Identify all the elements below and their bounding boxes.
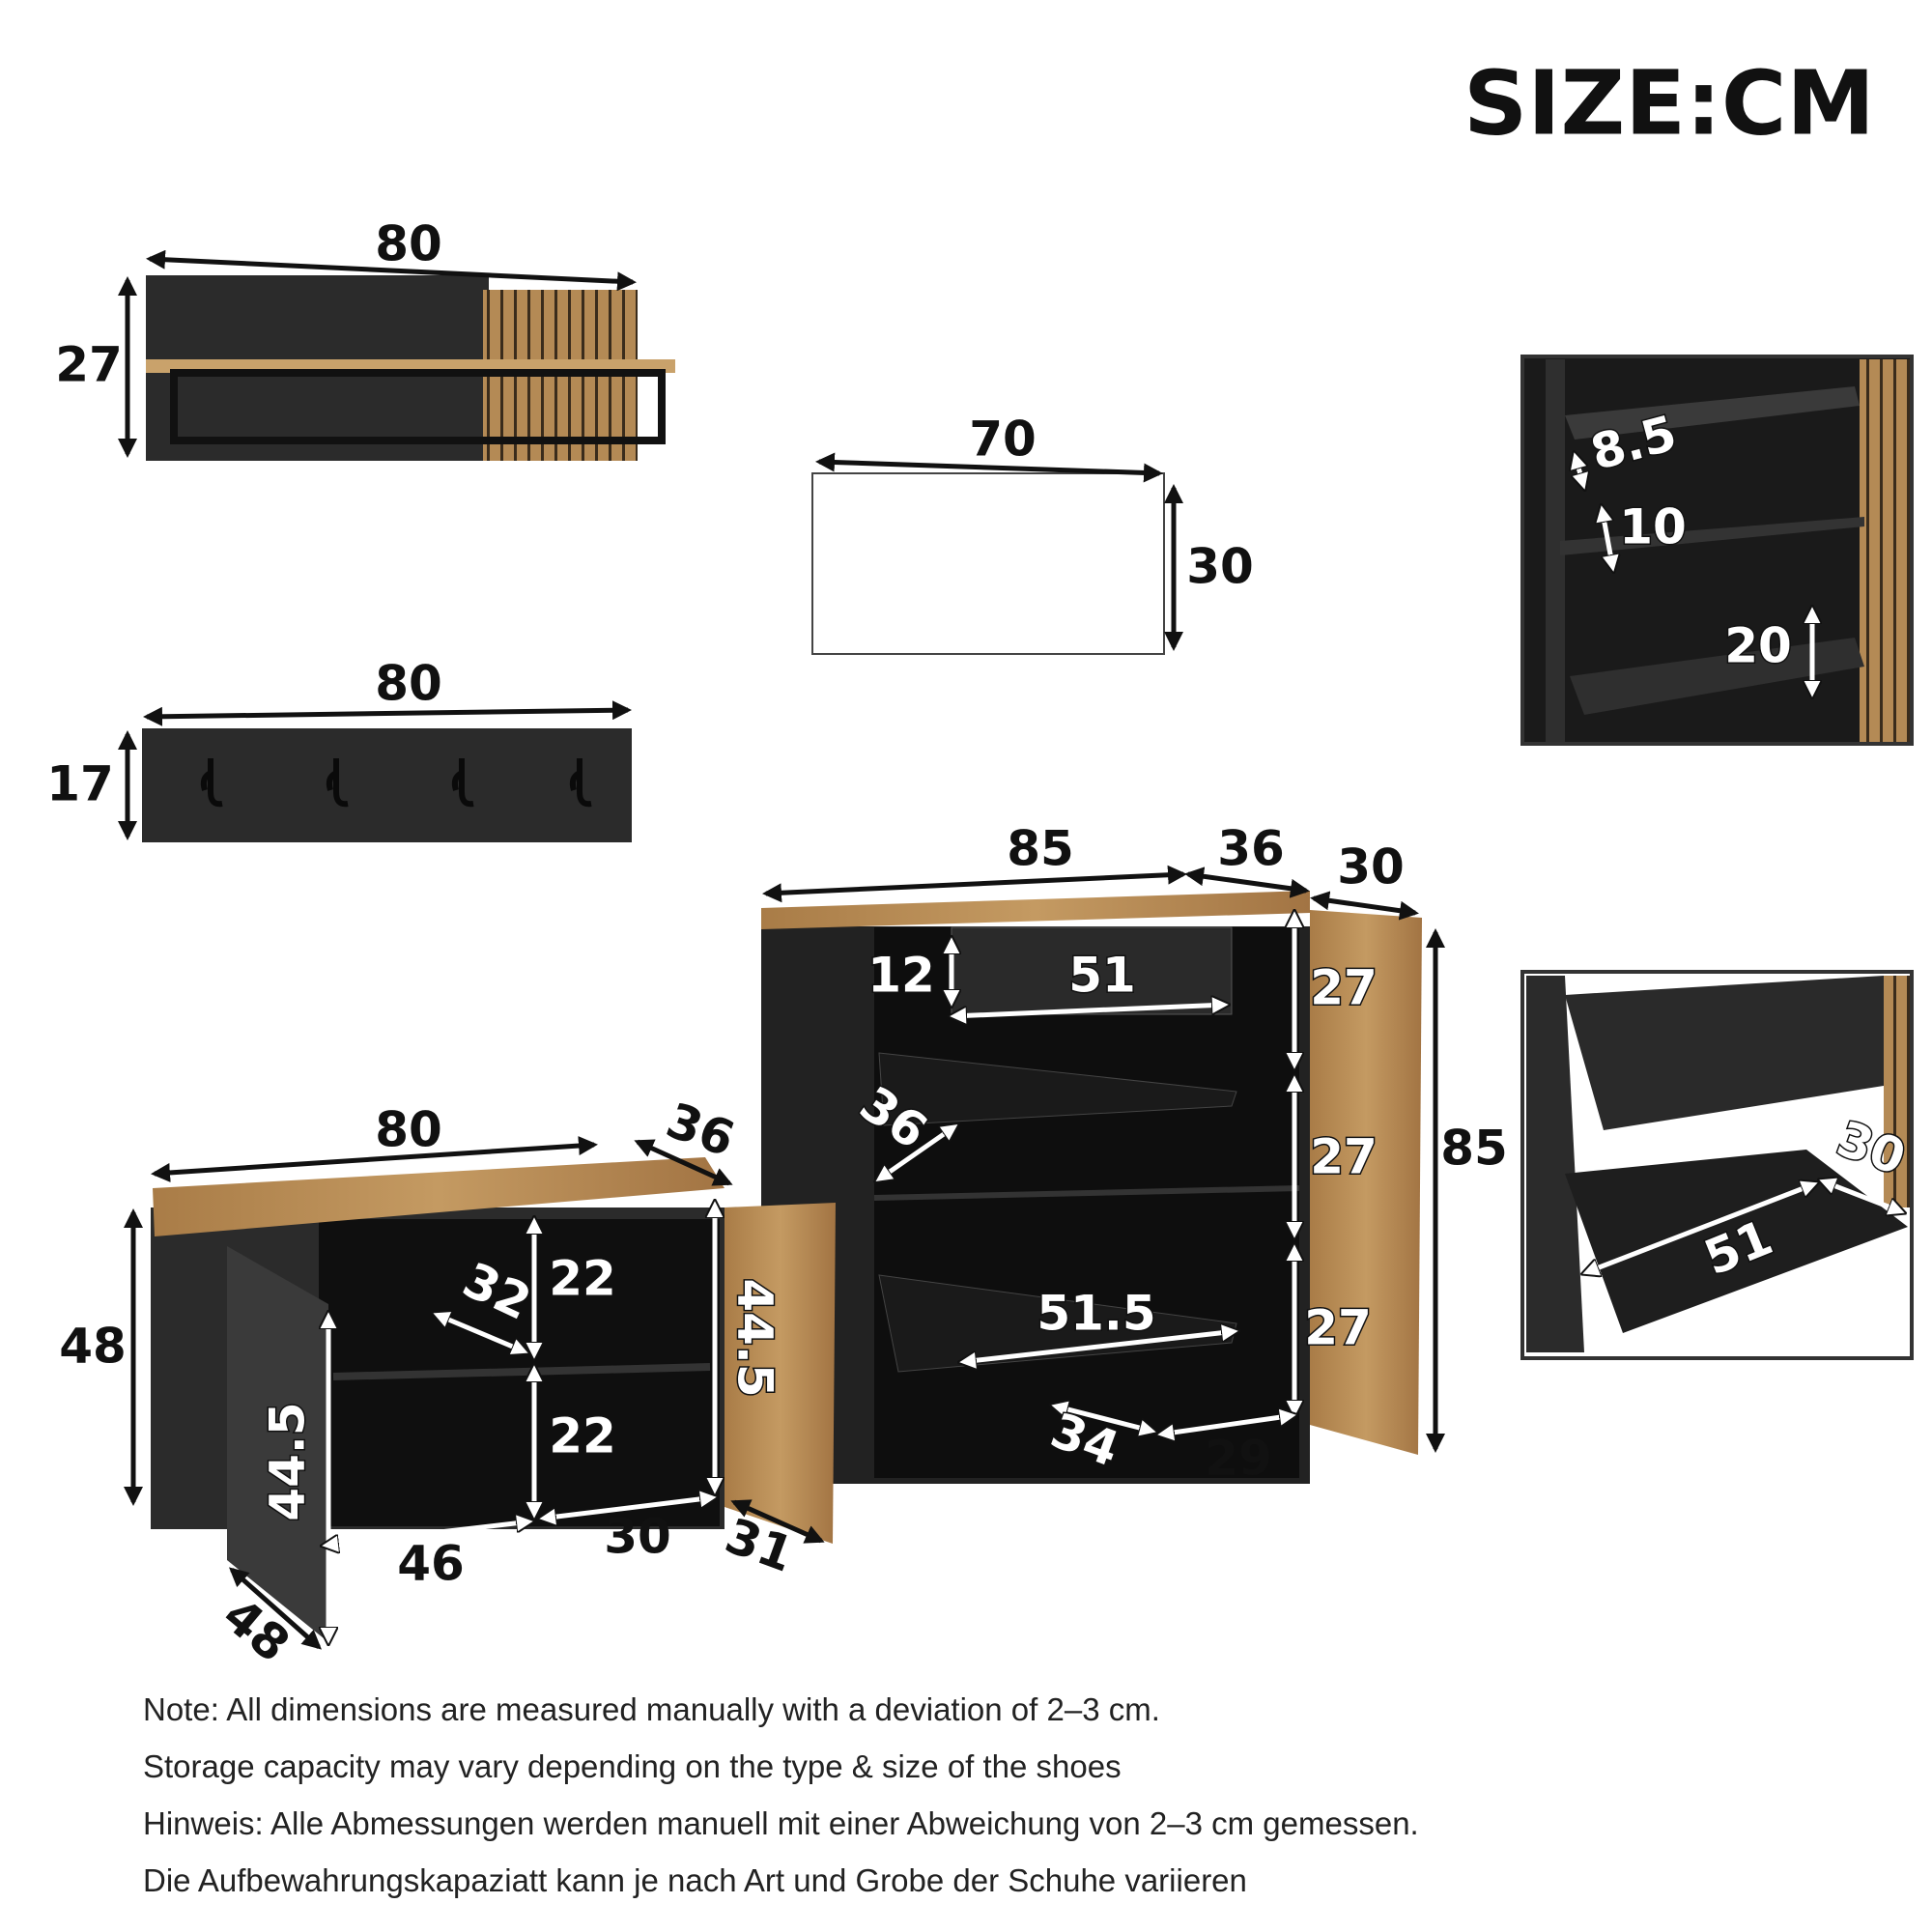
size-unit-title: SIZE:CM	[1463, 51, 1875, 155]
drawer-width-label: 51	[1068, 948, 1136, 1004]
cabinet-depth-label: 36	[1217, 821, 1285, 877]
hook-rail: 80 17	[46, 656, 632, 842]
low-width-label: 80	[375, 1102, 442, 1158]
compartment-label: 20	[1724, 618, 1792, 674]
note-en-1: Note: All dimensions are measured manual…	[143, 1691, 1160, 1727]
inner-height-left-label: 44.5	[260, 1402, 316, 1520]
note-de-2: Die Aufbewahrungskapaziatt kann je nach …	[143, 1862, 1247, 1898]
shelf-width-label: 80	[375, 216, 442, 272]
upper-height-label: 22	[549, 1251, 616, 1307]
note-de-1: Hinweis: Alle Abmessungen werden manuell…	[143, 1805, 1419, 1841]
rail-height-label: 17	[46, 756, 114, 812]
flap-height-label: 10	[1619, 499, 1687, 555]
low-height-label: 48	[59, 1319, 127, 1375]
right-width-label: 30	[604, 1509, 671, 1565]
mirror-width-label: 70	[969, 412, 1037, 468]
inner-height-right-label: 44.5	[727, 1278, 783, 1397]
shoe-cabinet: 85 36 30 85 12 51 27 27 27 36 51.5 34 29	[761, 821, 1508, 1487]
flap-width-label: 51.5	[1037, 1286, 1155, 1342]
drawer-height-label: 12	[867, 948, 935, 1004]
lower-height-label: 22	[549, 1408, 616, 1464]
note-en-2: Storage capacity may vary depending on t…	[143, 1748, 1122, 1784]
mirror-height-label: 30	[1186, 539, 1254, 595]
hook-icon	[200, 758, 592, 808]
cabinet-width-label: 85	[1007, 821, 1074, 877]
cabinet-height-label: 85	[1440, 1121, 1508, 1177]
mirror: 70 30	[811, 412, 1254, 655]
section-2-label: 27	[1310, 1129, 1378, 1185]
section-3-label: 27	[1304, 1300, 1372, 1356]
inner-width-label: 29	[1205, 1431, 1272, 1487]
shelf-height-label: 27	[55, 337, 123, 393]
section-1-label: 27	[1310, 960, 1378, 1016]
inset-open-flap-detail: 30 51	[1520, 970, 1914, 1360]
rail-width-label: 80	[375, 656, 442, 712]
wall-shelf: 80 27	[55, 216, 675, 461]
notes: Note: All dimensions are measured manual…	[143, 1681, 1419, 1909]
inset-flap-detail: 8.5 10 20	[1520, 355, 1914, 746]
low-cabinet: 80 36 48 32 22 22 44.5 44.5 46 30 31 48	[59, 1093, 836, 1673]
left-width-label: 46	[397, 1536, 465, 1592]
door-width-label: 30	[1337, 839, 1405, 895]
